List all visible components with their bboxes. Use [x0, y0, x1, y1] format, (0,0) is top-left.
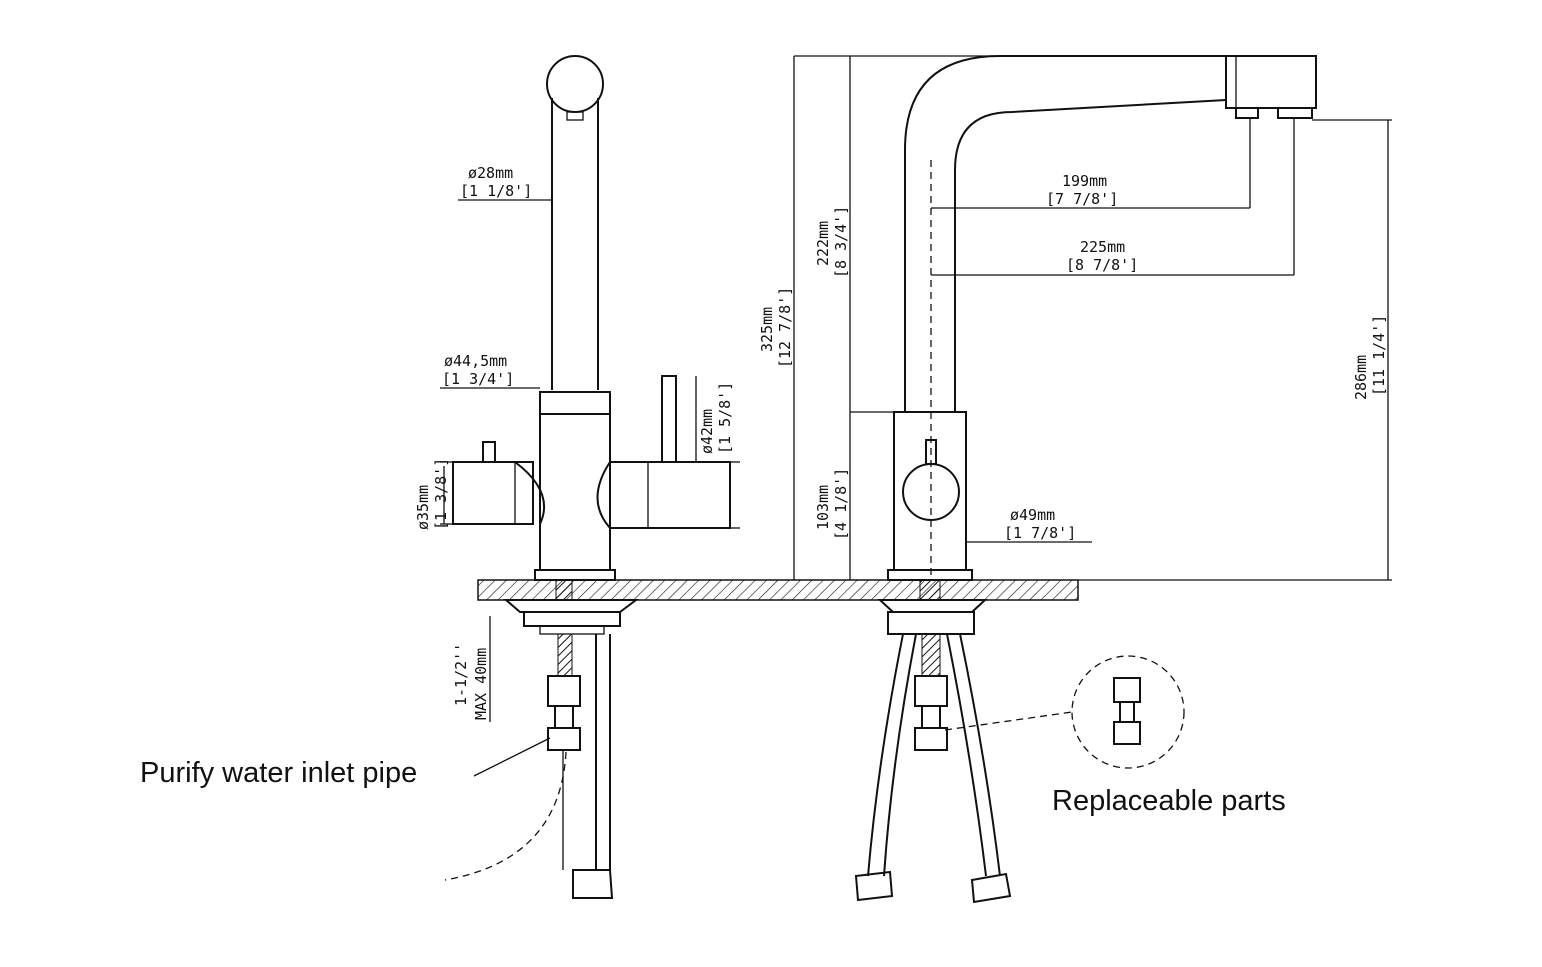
dim-w199-in: [7 7/8']: [1046, 190, 1118, 208]
dim-h103-in: [4 1/8']: [832, 468, 850, 540]
mount-nut: [523, 611, 621, 627]
dim-h286-in: [11 1/4']: [1370, 315, 1388, 396]
right-side-valve: [596, 461, 731, 529]
dim-w199-mm: 199mm: [1062, 172, 1107, 190]
right-valve-lever: [661, 375, 677, 463]
dim-w225-in: [8 7/8']: [1066, 256, 1138, 274]
hose-right: [946, 633, 1001, 877]
right-body: [893, 411, 967, 571]
mount-plate: [503, 599, 639, 613]
dim-d28-mm: ø28mm: [468, 164, 513, 182]
dim-d35-mm: ø35mm: [414, 485, 432, 530]
dim-max40-a: 1-1/2'': [452, 643, 470, 706]
faucet-body: [539, 414, 611, 571]
dim-w225-mm: 225mm: [1080, 238, 1125, 256]
nozzle-b: [1277, 107, 1313, 119]
spout-inner: [954, 99, 1227, 412]
hose-right-nut: [970, 872, 1012, 904]
label-purify-water-inlet: Purify water inlet pipe: [140, 757, 417, 789]
spout-head: [1225, 55, 1317, 109]
inlet-leader: [473, 737, 551, 777]
dim-d35-in: [1 3/8']: [432, 458, 450, 530]
inlet-connector: [547, 675, 581, 707]
dim-d49-in: [1 7/8']: [1004, 524, 1076, 542]
dim-d445-mm: ø44,5mm: [444, 352, 507, 370]
dim-h222-in: [8 3/4']: [832, 206, 850, 278]
feed-pipe: [595, 634, 611, 870]
dim-h325-mm: 325mm: [758, 307, 776, 352]
right-dimensions: [793, 55, 1392, 581]
dim-max40-b: MAX 40mm: [472, 648, 490, 720]
dim-d28-in: [1 1/8']: [460, 182, 532, 200]
spout-tube: [551, 98, 599, 390]
hose-left-nut: [854, 870, 894, 902]
base-ring: [534, 569, 616, 581]
feed-pipe-nut: [572, 869, 614, 899]
right-inlet-connector: [914, 675, 948, 707]
nozzle-a: [1235, 107, 1259, 119]
dim-h103-mm: 103mm: [814, 485, 832, 530]
left-faucet-side-view: [444, 55, 731, 899]
dim-h222-mm: 222mm: [814, 221, 832, 266]
dim-d445-in: [1 3/4']: [442, 370, 514, 388]
replaceable-part-callout: [944, 655, 1185, 769]
label-replaceable-parts: Replaceable parts: [1052, 785, 1286, 817]
hose-left: [867, 633, 917, 877]
left-dimensions: [440, 199, 740, 722]
handle-lever: [925, 439, 937, 465]
dashed-hose: [444, 751, 567, 881]
dim-d42-in: [1 5/8']: [716, 382, 734, 454]
left-side-valve: [452, 461, 534, 525]
left-valve-knob: [482, 441, 496, 463]
dim-d49-mm: ø49mm: [1010, 506, 1055, 524]
dim-d42-mm: ø42mm: [698, 409, 716, 454]
dim-h286-mm: 286mm: [1352, 355, 1370, 400]
base-collar: [539, 391, 611, 415]
dim-h325-in: [12 7/8']: [776, 287, 794, 368]
spout-top-ball: [546, 55, 604, 113]
